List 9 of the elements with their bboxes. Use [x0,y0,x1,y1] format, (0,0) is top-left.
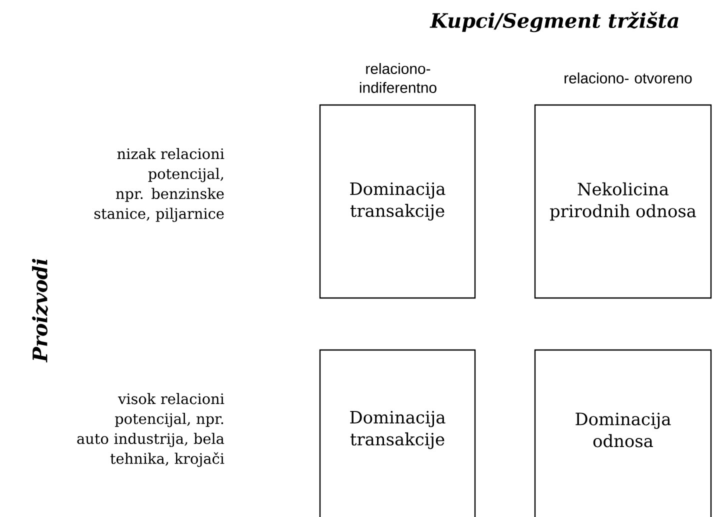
column-header: relaciono- otvoreno [564,72,692,84]
row-label: nizak relacioni potencijal, npr. benzinske stanice, piljarnice [94,148,224,222]
title: Kupci/Segment tržišta [430,12,678,32]
matrix-cell: Dominacija transakcije [319,349,476,517]
row-label: visok relacioni potencijal, npr. auto industrija, bela tehnika, krojači [77,393,224,467]
axis-label: Proizvodi [32,258,48,362]
matrix-cell: Dominacija transakcije [319,104,476,299]
matrix-cell: Nekolicina prirodnih odnosa [534,104,712,299]
matrix-cell: Dominacija odnosa [534,349,712,517]
